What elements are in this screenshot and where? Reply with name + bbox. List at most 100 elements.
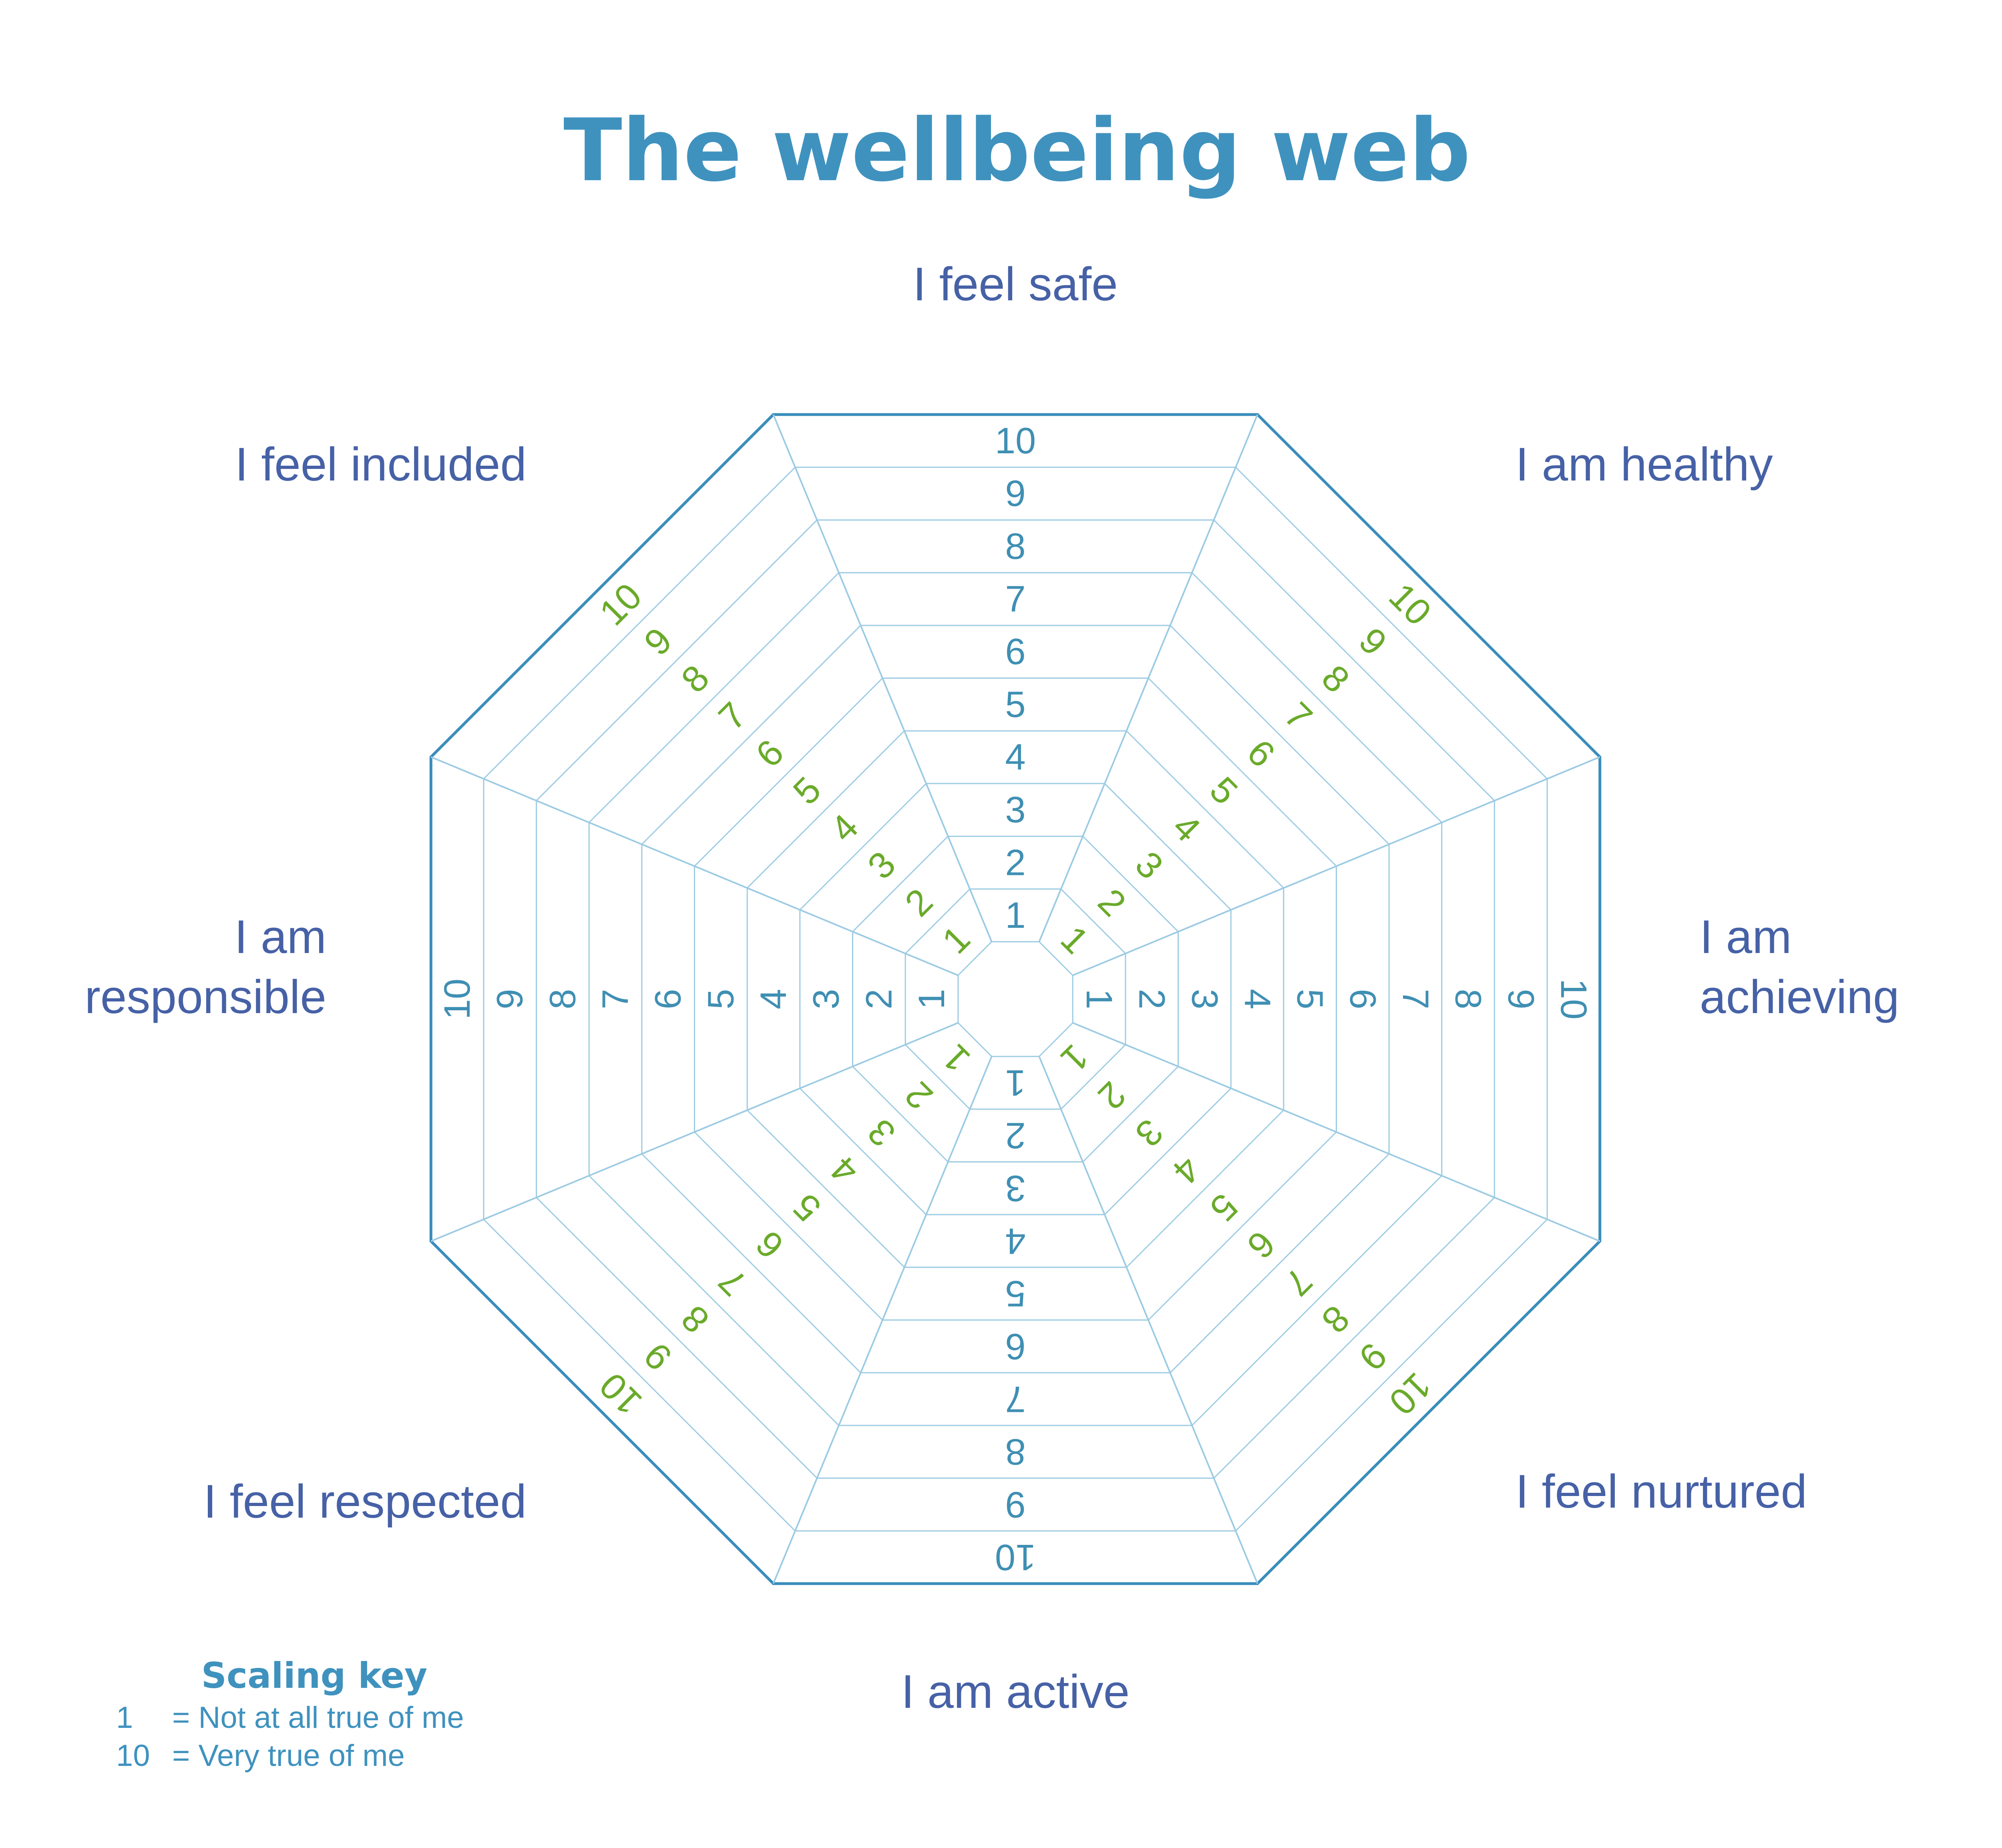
spoke-7 [430,756,959,976]
scale-number-axis4-8: 8 [1005,1432,1025,1472]
scale-number-axis1-9: 9 [1351,620,1394,663]
scale-number-axis7-3: 3 [860,844,903,887]
spoke-5 [772,1056,993,1584]
scale-number-axis0-7: 7 [1005,579,1025,619]
scale-number-axis1-4: 4 [1165,806,1208,850]
scale-number-axis1-6: 6 [1239,732,1282,775]
spoke-4 [1038,1056,1258,1584]
page-title: The wellbeing web [563,100,1471,201]
scale-number-axis3-8: 8 [1314,1297,1357,1341]
scale-number-axis3-1: 1 [1053,1037,1096,1080]
scaling-key-text-1: = Not at all true of me [172,1701,464,1735]
scale-number-axis7-1: 1 [935,918,978,961]
scale-number-axis1-3: 3 [1128,844,1171,887]
scale-number-axis7-9: 9 [636,620,679,663]
spoke-3 [1072,1022,1600,1242]
scale-number-axis3-9: 9 [1351,1335,1394,1378]
scale-number-axis7-2: 2 [897,881,941,924]
scale-number-axis6-2: 2 [858,989,899,1009]
web-grid [429,413,1602,1585]
scale-number-axis7-8: 8 [673,657,717,700]
scale-number-axis5-4: 4 [823,1148,866,1192]
spoke-6 [430,1022,959,1242]
scale-number-axis2-10: 10 [1553,979,1594,1020]
scale-number-axis6-6: 6 [648,989,689,1009]
scale-number-axis5-6: 6 [748,1223,792,1266]
axis-label-i-feel-nurtured: I feel nurtured [1516,1465,1807,1518]
scale-number-axis3-2: 2 [1090,1074,1134,1117]
scale-number-axis4-4: 4 [1005,1221,1025,1261]
scaling-key-text-10: = Very true of me [172,1739,405,1773]
scale-number-axis5-3: 3 [860,1111,903,1154]
spoke-0 [772,414,993,942]
scale-number-axis2-9: 9 [1500,989,1541,1009]
scale-number-axis0-5: 5 [1005,684,1025,725]
scale-number-axis1-10: 10 [1381,575,1439,633]
scale-number-axis0-6: 6 [1005,631,1025,672]
spoke-1 [1038,414,1258,942]
scale-number-axis4-1: 1 [1005,1062,1025,1103]
scale-number-axis0-2: 2 [1005,842,1025,883]
scale-number-axis5-7: 7 [711,1260,754,1303]
scaling-key: Scaling key 1 = Not at all true of me 10… [116,1655,464,1773]
scale-number-axis1-5: 5 [1202,769,1245,812]
scale-number-axis2-6: 6 [1342,989,1383,1009]
scale-number-axis2-5: 5 [1290,989,1331,1009]
scale-number-axis0-9: 9 [1005,473,1025,514]
scale-number-axis4-10: 10 [995,1537,1036,1578]
scale-number-axis2-7: 7 [1395,989,1436,1009]
scale-number-axis5-8: 8 [673,1297,717,1341]
scale-number-axis6-7: 7 [595,989,636,1009]
scale-number-axis6-9: 9 [490,989,531,1009]
scaling-key-title: Scaling key [201,1655,428,1696]
scale-number-axis2-2: 2 [1132,989,1172,1009]
scale-number-axis7-7: 7 [711,694,754,738]
scale-number-axis1-1: 1 [1053,918,1096,961]
scale-number-axis6-4: 4 [753,989,794,1009]
axis-label-i-am-healthy: I am healthy [1516,438,1773,491]
scaling-key-value-1: 1 [116,1701,133,1735]
scale-number-axis5-5: 5 [786,1186,829,1229]
scale-number-axis3-4: 4 [1165,1148,1208,1192]
scale-number-axis5-2: 2 [897,1074,941,1117]
scale-number-axis4-2: 2 [1005,1115,1025,1156]
scale-number-axis0-4: 4 [1005,737,1025,778]
scale-number-axis3-10: 10 [1381,1365,1439,1422]
scale-number-axis0-3: 3 [1005,790,1025,830]
scale-number-axis6-10: 10 [437,979,478,1020]
scale-number-axis4-3: 3 [1005,1168,1025,1209]
scale-number-axis3-7: 7 [1276,1260,1320,1303]
scale-number-axis6-8: 8 [542,989,583,1009]
scale-number-axis6-3: 3 [806,989,847,1009]
scale-number-axis2-8: 8 [1448,989,1489,1009]
scaling-key-value-10: 10 [116,1739,150,1773]
scale-number-axis4-6: 6 [1005,1326,1025,1367]
axis-label-i-feel-included: I feel included [235,438,527,491]
scale-number-axis0-10: 10 [995,420,1036,461]
scale-number-axis2-4: 4 [1237,989,1278,1009]
scale-number-axis7-6: 6 [748,732,792,775]
scale-number-axis7-10: 10 [592,575,649,633]
scale-number-axis4-7: 7 [1005,1379,1025,1420]
scale-number-axis3-6: 6 [1239,1223,1282,1266]
scale-number-axis0-8: 8 [1005,526,1025,567]
axis-label-i-am-active: I am active [901,1665,1130,1718]
scale-number-axis6-5: 5 [700,989,741,1009]
scale-number-axis7-5: 5 [786,769,829,812]
axis-label-i-feel-safe: I feel safe [913,258,1118,311]
scale-number-axis5-10: 10 [592,1365,649,1422]
scale-number-axis1-7: 7 [1276,694,1320,738]
scale-number-axis5-9: 9 [636,1335,679,1378]
scale-number-axis1-8: 8 [1314,657,1357,700]
scale-number-axis2-1: 1 [1079,989,1120,1009]
scale-number-axis1-2: 2 [1090,881,1134,924]
scale-number-axis0-1: 1 [1005,895,1025,936]
scale-number-axis3-3: 3 [1128,1111,1171,1154]
ring-0 [957,941,1073,1057]
scale-number-axis5-1: 1 [935,1037,978,1080]
